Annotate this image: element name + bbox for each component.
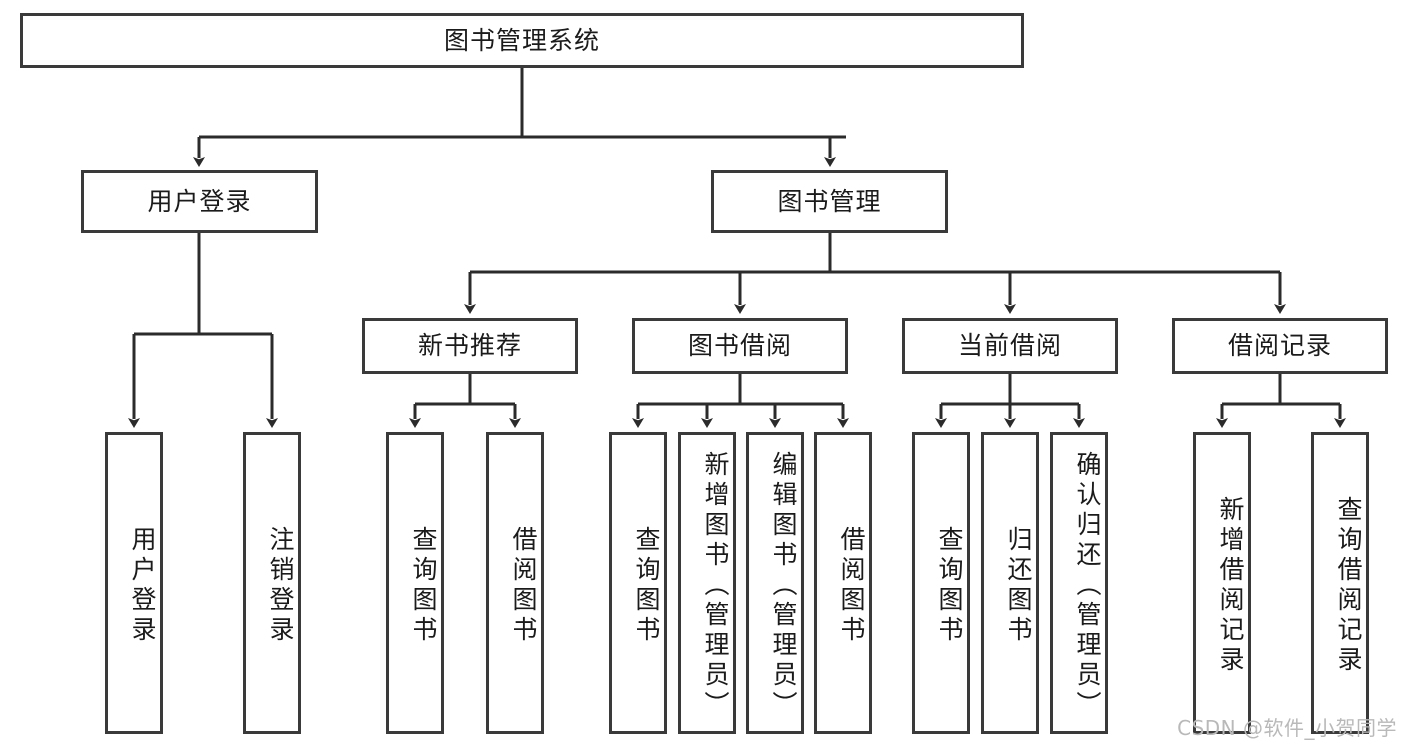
node-label: 新增图书（管理员） (701, 451, 730, 721)
node-label: 编辑图书（管理员） (769, 451, 798, 721)
node-label: 查询借阅记录 (1334, 496, 1363, 676)
node-label: 归还图书 (1004, 526, 1033, 646)
node-label: 新书推荐 (417, 331, 522, 361)
node-label: 查询图书 (935, 526, 964, 646)
node-root-book-management-system[interactable]: 图书管理系统 (20, 13, 1024, 68)
node-label: 当前借阅 (957, 331, 1062, 361)
leaf-current-borrow-confirm-return[interactable]: 确认归还（管理员） (1050, 432, 1108, 734)
node-current-borrow[interactable]: 当前借阅 (902, 318, 1118, 374)
leaf-new-book-borrow-book[interactable]: 借阅图书 (486, 432, 544, 734)
node-label: 查询图书 (409, 526, 438, 646)
node-book-borrow[interactable]: 图书借阅 (632, 318, 848, 374)
node-label: 借阅图书 (509, 526, 538, 646)
node-label: 注销登录 (266, 526, 295, 646)
node-book-management[interactable]: 图书管理 (711, 170, 948, 233)
leaf-borrow-record-query-record[interactable]: 查询借阅记录 (1311, 432, 1369, 734)
leaf-borrow-record-add-record[interactable]: 新增借阅记录 (1193, 432, 1251, 734)
node-label: 查询图书 (632, 526, 661, 646)
node-label: 图书管理系统 (443, 25, 600, 55)
node-label: 确认归还（管理员） (1073, 451, 1102, 721)
node-label: 借阅记录 (1227, 331, 1332, 361)
node-label: 新增借阅记录 (1216, 496, 1245, 676)
leaf-current-borrow-query-book[interactable]: 查询图书 (912, 432, 970, 734)
node-borrow-record[interactable]: 借阅记录 (1172, 318, 1388, 374)
node-label: 图书借阅 (687, 331, 792, 361)
watermark-text: CSDN @软件_小贺同学 (1177, 716, 1397, 740)
leaf-user-login-login[interactable]: 用户登录 (105, 432, 163, 734)
node-new-book-recommend[interactable]: 新书推荐 (362, 318, 578, 374)
node-label: 用户登录 (128, 526, 157, 646)
node-label: 图书管理 (777, 186, 882, 216)
leaf-book-borrow-query-book[interactable]: 查询图书 (609, 432, 667, 734)
leaf-user-login-logout[interactable]: 注销登录 (243, 432, 301, 734)
leaf-current-borrow-return-book[interactable]: 归还图书 (981, 432, 1039, 734)
node-label: 用户登录 (147, 186, 252, 216)
leaf-new-book-query-book[interactable]: 查询图书 (386, 432, 444, 734)
leaf-book-borrow-edit-book[interactable]: 编辑图书（管理员） (746, 432, 804, 734)
node-label: 借阅图书 (837, 526, 866, 646)
leaf-book-borrow-borrow-book[interactable]: 借阅图书 (814, 432, 872, 734)
leaf-book-borrow-add-book[interactable]: 新增图书（管理员） (678, 432, 736, 734)
node-user-login[interactable]: 用户登录 (81, 170, 318, 233)
